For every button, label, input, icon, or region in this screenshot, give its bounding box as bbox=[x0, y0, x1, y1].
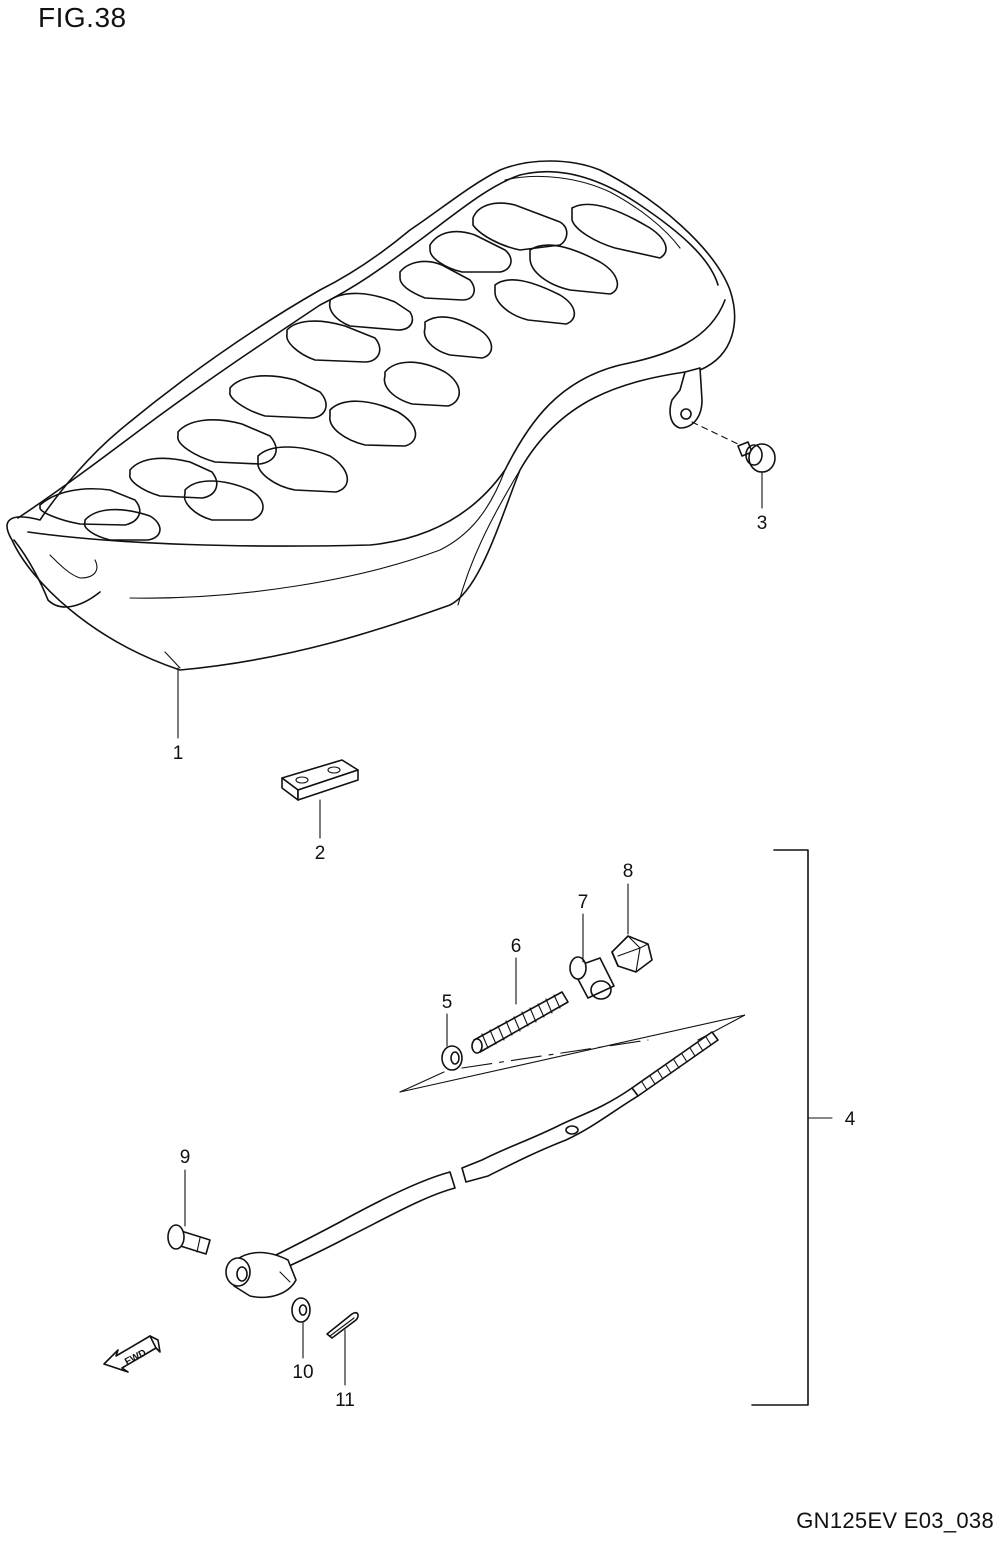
diagram-code: GN125EV E03_038 bbox=[796, 1508, 994, 1533]
callout-9: 9 bbox=[180, 1147, 191, 1168]
callout-4: 4 bbox=[845, 1109, 856, 1130]
cotter-pin-part-11 bbox=[326, 1311, 359, 1339]
bolt-part-3 bbox=[691, 421, 776, 473]
callout-1: 1 bbox=[173, 743, 184, 764]
washer-part-10 bbox=[291, 1297, 311, 1323]
washer-part-5 bbox=[441, 1045, 463, 1071]
seat-part bbox=[6, 160, 736, 671]
callout-5: 5 bbox=[442, 992, 453, 1013]
callout-2: 2 bbox=[315, 843, 326, 864]
fwd-arrow-icon: FWD bbox=[103, 1335, 161, 1373]
callout-3: 3 bbox=[757, 513, 768, 534]
detail-plane bbox=[399, 1014, 746, 1093]
nut-part-8 bbox=[611, 935, 653, 973]
callout-8: 8 bbox=[623, 861, 634, 882]
figure-title: FIG.38 bbox=[38, 2, 127, 33]
callout-10: 10 bbox=[292, 1362, 313, 1383]
group-bracket-4 bbox=[751, 849, 809, 1406]
rod-part-4 bbox=[225, 1031, 719, 1299]
spring-part-6 bbox=[471, 991, 569, 1054]
callout-11: 11 bbox=[335, 1390, 355, 1411]
cushion-part-2 bbox=[281, 759, 359, 801]
callout-7: 7 bbox=[578, 892, 589, 913]
pin-part-9 bbox=[167, 1224, 211, 1255]
callout-6: 6 bbox=[511, 936, 522, 957]
collar-part-7 bbox=[569, 956, 615, 1000]
